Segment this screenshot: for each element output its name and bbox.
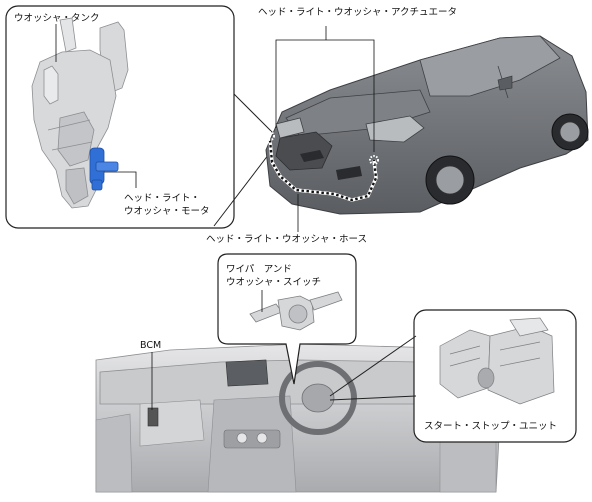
callout-line-2 [213, 149, 273, 227]
leader-actuator [275, 39, 375, 152]
label-switch-line1: ワイパ アンド [226, 264, 292, 275]
label-hose: ヘッド・ライト・ウオッシャ・ホース [206, 234, 368, 245]
actuator-right [369, 155, 379, 165]
start-stop-inset [413, 309, 577, 443]
label-motor-line1: ヘッド・ライト・ [124, 193, 201, 204]
label-start-stop: スタート・ストップ・ユニット [424, 421, 558, 432]
washer-tank-inset [5, 5, 235, 229]
label-switch-line2: ウオッシャ・スイッチ [226, 277, 322, 288]
dashboard-illustration [95, 343, 501, 493]
wiper-switch-inset [217, 253, 357, 385]
label-bcm: BCM [140, 340, 162, 351]
label-washer-tank: ウオッシャ・タンク [14, 13, 100, 24]
leader-motor [104, 171, 137, 188]
label-actuator: ヘッド・ライト・ウオッシャ・アクチュエータ [258, 7, 458, 18]
callout-line-4 [329, 395, 417, 401]
washer-motor [89, 147, 119, 191]
callout-line-3 [329, 335, 417, 397]
label-motor-line2: ウオッシャ・モータ [124, 206, 210, 217]
callout-line-1 [233, 93, 275, 135]
actuator-left [265, 131, 275, 141]
car-illustration [265, 35, 589, 215]
washer-hose [268, 139, 378, 202]
